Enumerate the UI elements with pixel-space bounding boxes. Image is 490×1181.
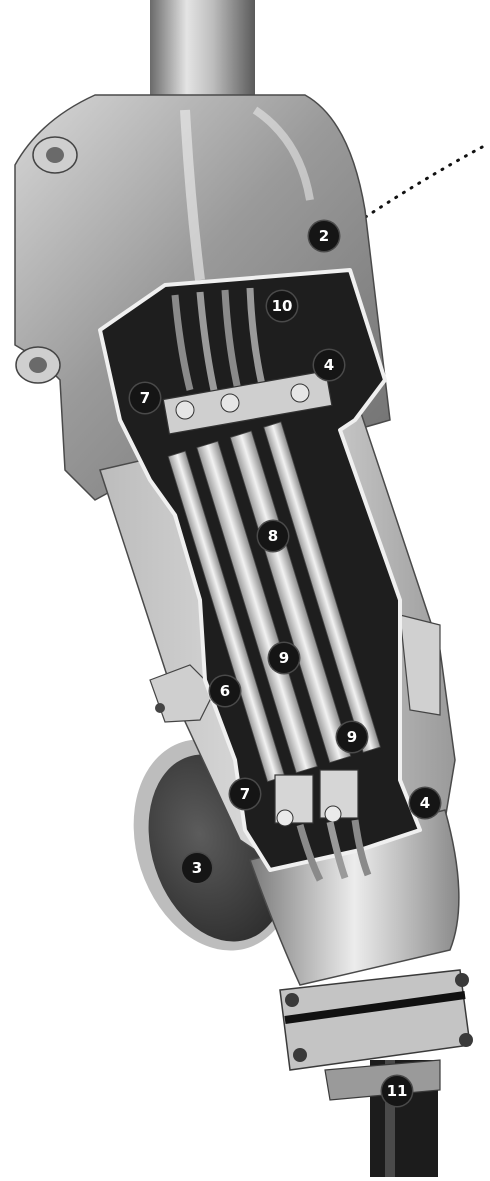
callout-4-lower: 4 (410, 788, 440, 818)
callout-2: 2 (309, 221, 339, 251)
callout-7-lower: 7 (230, 779, 260, 809)
interior-cutaway (98, 268, 422, 882)
callout-11: 11 (382, 1076, 412, 1106)
lower-elbow (249, 809, 473, 1101)
callout-8: 8 (258, 521, 288, 551)
callout-4-upper: 4 (314, 350, 344, 380)
callout-6: 6 (210, 676, 240, 706)
top-pipe (150, 0, 255, 110)
callout-9-lower: 9 (337, 722, 367, 752)
callout-7-upper: 7 (130, 383, 160, 413)
callout-9-upper: 9 (269, 643, 299, 673)
callout-3: 3 (182, 853, 212, 883)
callout-10: 10 (267, 291, 297, 321)
